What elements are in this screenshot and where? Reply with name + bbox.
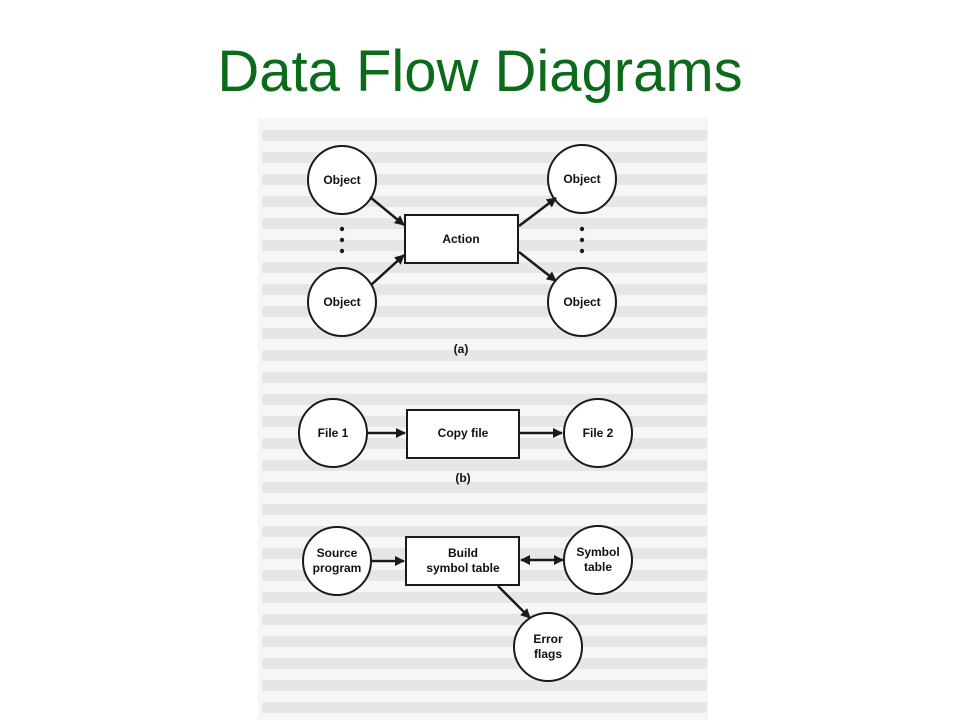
arrow-action-to-object-bottom xyxy=(518,251,557,282)
arrow-object-to-action-top xyxy=(369,196,405,226)
label-error-line2: flags xyxy=(534,647,562,661)
caption-a: (a) xyxy=(454,342,469,356)
label-file1: File 1 xyxy=(318,426,349,440)
label-build-line2: symbol table xyxy=(426,561,500,575)
label-object-bottom-right: Object xyxy=(563,295,600,309)
arrow-build-to-error xyxy=(497,585,531,619)
object-circle-top-left xyxy=(307,145,377,215)
label-object-top-right: Object xyxy=(563,172,600,186)
label-symbol-line1: Symbol xyxy=(576,545,619,559)
label-object-bottom-left: Object xyxy=(323,295,360,309)
symbol-table-circle xyxy=(563,525,633,595)
error-flags-circle xyxy=(513,612,583,682)
caption-b: (b) xyxy=(455,471,470,485)
label-symbol-line2: table xyxy=(584,560,612,574)
label-error-line1: Error xyxy=(533,632,563,646)
file1-circle xyxy=(298,398,368,468)
object-circle-bottom-right xyxy=(547,267,617,337)
copy-file-box xyxy=(406,409,520,459)
ellipsis-dots xyxy=(339,226,585,254)
label-source-line2: program xyxy=(313,561,362,575)
label-source-line1: Source xyxy=(317,546,358,560)
action-box xyxy=(404,214,519,264)
label-file2: File 2 xyxy=(583,426,614,440)
build-symbol-table-box xyxy=(405,536,520,586)
label-object-top-left: Object xyxy=(323,173,360,187)
object-circle-top-right xyxy=(547,144,617,214)
arrow-object-to-action-bottom xyxy=(370,254,405,286)
label-action: Action xyxy=(442,232,479,246)
arrow-action-to-object-top xyxy=(518,197,557,227)
label-copy-file: Copy file xyxy=(438,426,489,440)
label-build-line1: Build xyxy=(448,546,478,560)
file2-circle xyxy=(563,398,633,468)
source-program-circle xyxy=(302,526,372,596)
page-title: Data Flow Diagrams xyxy=(217,39,743,104)
object-circle-bottom-left xyxy=(307,267,377,337)
